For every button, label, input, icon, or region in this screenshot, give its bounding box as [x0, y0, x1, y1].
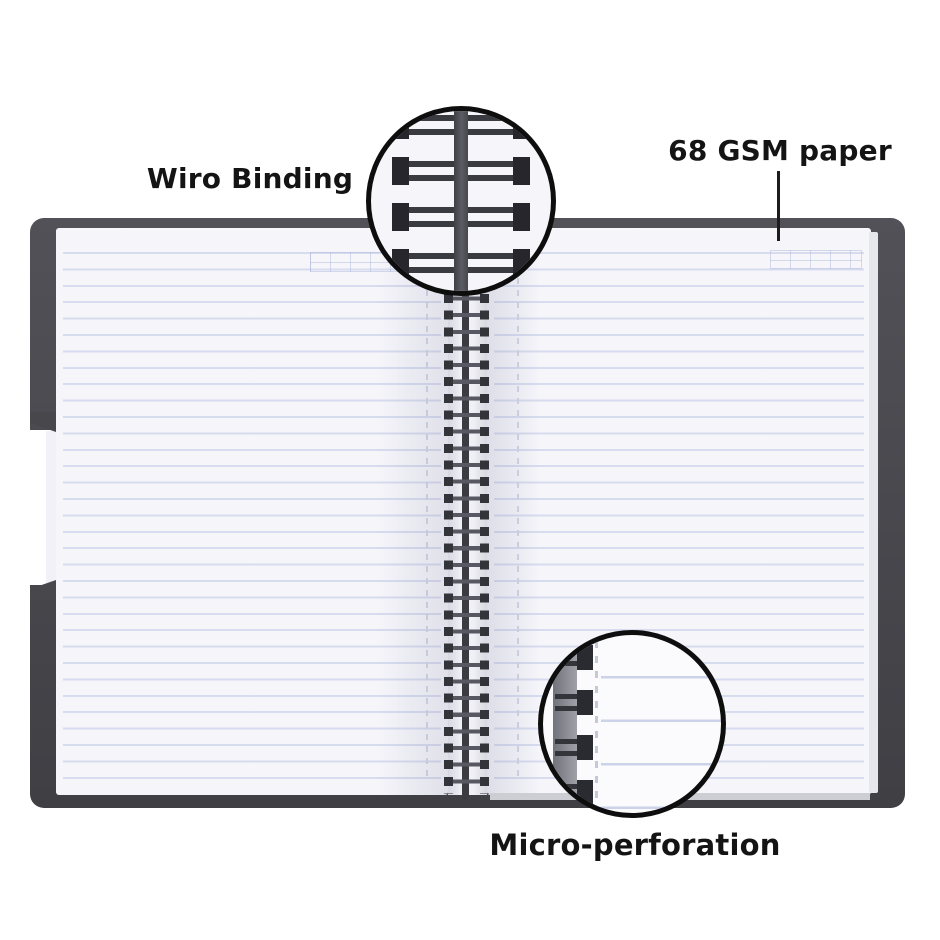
- right-page-perforation-line: [517, 242, 519, 781]
- magnified-perforation-dotted-line: [595, 641, 598, 809]
- magnified-perforation-wire-caps: [577, 635, 593, 813]
- gsm-paper-label: 68 GSM paper: [668, 134, 892, 167]
- left-page-perforation-line: [426, 242, 428, 781]
- gsm-pointer-line: [777, 171, 780, 241]
- right-page-date-boxes: [770, 250, 862, 269]
- wiro-binding-label: Wiro Binding: [146, 162, 354, 195]
- left-page-ruled-lines: [63, 252, 441, 785]
- micro-perforation-callout-circle: [538, 630, 726, 818]
- page-edge-in-notch: [46, 431, 57, 584]
- magnified-wire-caps-right: [513, 111, 530, 291]
- spiral-wire-loops: [444, 294, 489, 794]
- left-page: [56, 228, 448, 795]
- magnified-wire-caps-left: [392, 111, 409, 291]
- page-stack-edge-right: [869, 232, 878, 793]
- left-page-gutter-shadow: [56, 228, 448, 795]
- wiro-binding-callout-circle: [366, 106, 556, 296]
- micro-perforation-label: Micro-perforation: [489, 828, 781, 862]
- magnified-binding-spine: [454, 111, 468, 291]
- magnified-page-ruled-lines: [601, 635, 721, 813]
